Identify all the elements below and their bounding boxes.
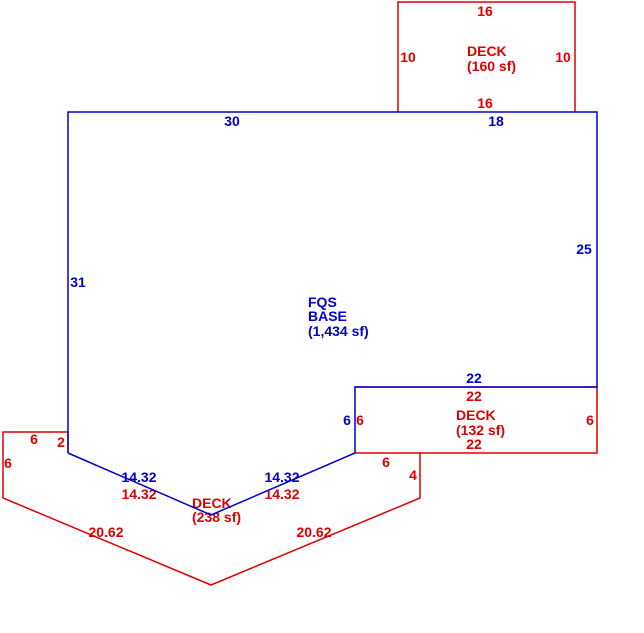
base-dim-diag-right: 14.32 bbox=[264, 469, 299, 485]
deck-top-dim-bottom: 16 bbox=[477, 95, 493, 111]
base-dim-right: 25 bbox=[576, 241, 592, 257]
deck-bottom-dim-left-top: 6 bbox=[30, 431, 38, 447]
deck-bottom-label: DECK bbox=[192, 495, 232, 511]
base-label-area: (1,434 sf) bbox=[308, 323, 369, 339]
base-label-sub: BASE bbox=[308, 308, 347, 324]
deck-bottom-dim-right-side: 4 bbox=[409, 467, 417, 483]
deck-right-dim-top: 22 bbox=[466, 388, 482, 404]
deck-bottom-dim-diag-in-left: 14.32 bbox=[121, 486, 156, 502]
deck-bottom: 6 2 6 14.32 14.32 6 4 20.62 20.62 DECK (… bbox=[2, 431, 421, 586]
deck-right-label: DECK bbox=[456, 407, 496, 423]
base-dim-notch-top: 22 bbox=[466, 370, 482, 386]
base-dim-left: 31 bbox=[70, 274, 86, 290]
base-dim-top-left: 30 bbox=[224, 113, 240, 129]
base-dim-top-right: 18 bbox=[488, 113, 504, 129]
deck-bottom-dim-left-side: 6 bbox=[4, 455, 12, 471]
deck-bottom-dim-diag-in-right: 14.32 bbox=[264, 486, 299, 502]
deck-right-dim-right: 6 bbox=[586, 412, 594, 428]
deck-top-dim-top: 16 bbox=[477, 3, 493, 19]
deck-top-label: DECK bbox=[467, 43, 507, 59]
deck-right-dim-bottom: 22 bbox=[466, 436, 482, 452]
deck-top-dim-left: 10 bbox=[400, 49, 416, 65]
deck-bottom-dim-diag-out-left: 20.62 bbox=[88, 524, 123, 540]
deck-bottom-dim-diag-out-right: 20.62 bbox=[296, 524, 331, 540]
deck-top-dim-right: 10 bbox=[555, 49, 571, 65]
deck-bottom-area: (238 sf) bbox=[192, 509, 241, 525]
deck-bottom-dim-right-top: 6 bbox=[382, 454, 390, 470]
base-dim-notch-side: 6 bbox=[343, 412, 351, 428]
deck-top-outline bbox=[397, 1, 576, 112]
deck-right-dim-left: 6 bbox=[356, 412, 364, 428]
base-dim-diag-left: 14.32 bbox=[121, 469, 156, 485]
deck-right: 22 6 6 22 DECK (132 sf) bbox=[355, 386, 598, 454]
base-label-name: FQS bbox=[308, 294, 337, 310]
base-area: 30 18 25 31 22 6 14.32 14.32 FQS BASE (1… bbox=[67, 111, 598, 516]
deck-right-area: (132 sf) bbox=[456, 422, 505, 438]
deck-top-area: (160 sf) bbox=[467, 58, 516, 74]
base-outline bbox=[67, 111, 598, 516]
deck-bottom-dim-left-short: 2 bbox=[57, 434, 65, 450]
deck-top: 16 10 10 16 DECK (160 sf) bbox=[397, 1, 576, 112]
